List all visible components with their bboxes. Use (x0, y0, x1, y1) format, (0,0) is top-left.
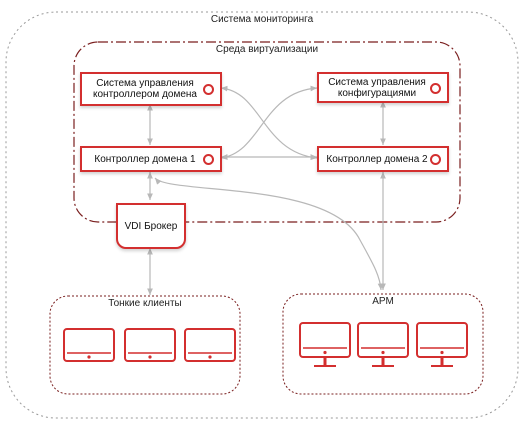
thin-client-1 (63, 328, 115, 362)
thin-client-3 (184, 328, 236, 362)
domain-controller-2-box: Контроллер домена 2 (317, 146, 449, 172)
ring-icon (430, 82, 441, 94)
thin-client-2 (124, 328, 176, 362)
domain-controller-1-label: Контроллер домена 1 (94, 153, 196, 165)
ring-icon (203, 84, 214, 95)
workstation-2 (356, 321, 410, 368)
domain-controller-2-label: Контроллер домена 2 (326, 153, 428, 165)
config-management-box: Система управления конфигурациями (317, 72, 449, 103)
monitoring-label: Система мониторинга (210, 14, 314, 25)
vdi-broker-label: VDI Брокер (124, 220, 178, 232)
arm-frame (282, 293, 484, 395)
ring-icon (203, 154, 214, 165)
workstation-3 (415, 321, 469, 368)
dc-management-label: Система управления контроллером домена (93, 78, 197, 100)
arm-label: АРМ (372, 296, 394, 307)
workstation-1 (298, 321, 352, 368)
ring-icon (430, 154, 441, 165)
monitoring-frame (5, 11, 519, 419)
thin-clients-frame (49, 295, 241, 395)
thin-clients-label: Тонкие клиенты (108, 298, 182, 309)
vdi-broker-box: VDI Брокер (116, 203, 186, 249)
virtualization-frame (73, 41, 461, 223)
config-management-label: Система управления конфигурациями (328, 76, 426, 99)
dc-management-box: Система управления контроллером домена (80, 72, 222, 106)
domain-controller-1-box: Контроллер домена 1 (80, 146, 222, 172)
virtualization-label: Среда виртуализации (215, 44, 319, 55)
